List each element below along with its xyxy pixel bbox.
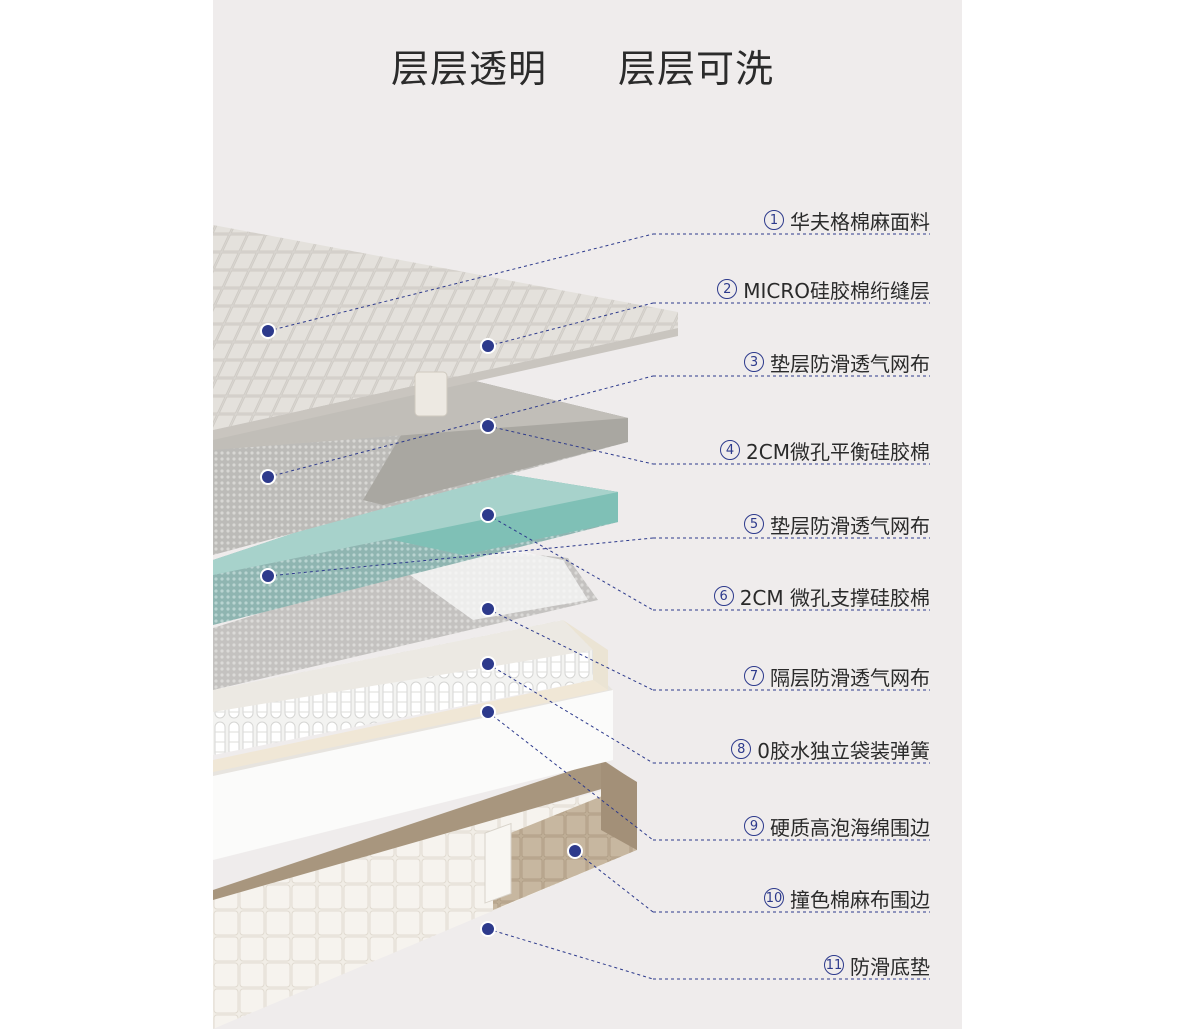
layer-label-text: 防滑底垫 xyxy=(850,954,930,979)
layer-label-text: 撞色棉麻布围边 xyxy=(790,887,930,912)
layer-label-1: 1 华夫格棉麻面料 xyxy=(764,207,930,234)
layer-label-3: 3 垫层防滑透气网布 xyxy=(744,349,930,376)
layer-number-badge: 2 xyxy=(717,279,738,299)
layer-number-badge: 1 xyxy=(764,210,784,230)
layer-teal-foam xyxy=(213,470,618,625)
layer-marker-dot xyxy=(260,568,276,584)
layer-label-text: 隔层防滑透气网布 xyxy=(770,665,930,690)
layer-marker-dot xyxy=(480,601,496,617)
layer-label-9: 9 硬质高泡海绵围边 xyxy=(744,813,930,840)
layer-marker-dot xyxy=(480,921,496,937)
layer-marker-dot xyxy=(480,656,496,672)
layer-marker-dot xyxy=(260,323,276,339)
layer-marker-dot xyxy=(567,843,583,859)
leader-line xyxy=(267,537,654,577)
layer-marker-dot xyxy=(480,704,496,720)
layer-marker-dot xyxy=(480,507,496,523)
layer-label-text: 华夫格棉麻面料 xyxy=(790,209,930,234)
layer-marker-dot xyxy=(260,469,276,485)
layer-marker-dot xyxy=(480,338,496,354)
leader-line xyxy=(487,425,654,465)
layer-label-10: 10 撞色棉麻布围边 xyxy=(764,885,930,912)
layer-label-7: 7 隔层防滑透气网布 xyxy=(744,663,930,690)
leader-line xyxy=(267,233,654,332)
leader-line xyxy=(487,302,654,347)
layer-label-5: 5 垫层防滑透气网布 xyxy=(744,511,930,538)
layer-label-text: 2CM 微孔支撑硅胶棉 xyxy=(739,585,930,610)
leader-line xyxy=(487,514,654,611)
layer-label-text: 0胶水独立袋装弹簧 xyxy=(757,738,930,763)
leader-line xyxy=(487,928,654,980)
layer-springs xyxy=(213,620,608,772)
layer-label-text: 2CM微孔平衡硅胶棉 xyxy=(746,439,930,464)
layer-number-badge: 11 xyxy=(824,955,844,975)
layer-label-text: MICRO硅胶棉绗缝层 xyxy=(743,278,930,303)
leader-line xyxy=(487,663,654,764)
layer-mesh-7 xyxy=(213,548,598,690)
leader-line xyxy=(487,608,654,691)
layer-number-badge: 3 xyxy=(744,352,764,372)
leader-line xyxy=(574,850,654,913)
layer-marker-dot xyxy=(480,418,496,434)
layer-label-text: 垫层防滑透气网布 xyxy=(770,351,930,376)
layer-number-badge: 10 xyxy=(764,888,784,908)
layer-label-text: 硬质高泡海绵围边 xyxy=(770,815,930,840)
layer-base xyxy=(213,760,637,1029)
mattress-exploded-view xyxy=(213,225,930,1029)
diagram-panel: 层层透明 层层可洗 xyxy=(213,0,962,1029)
layer-number-badge: 7 xyxy=(744,666,764,686)
leader-line xyxy=(267,375,654,478)
title-right: 层层可洗 xyxy=(618,47,775,91)
layer-label-text: 垫层防滑透气网布 xyxy=(770,513,930,538)
page-title: 层层透明 层层可洗 xyxy=(213,38,962,94)
layer-number-badge: 9 xyxy=(744,816,764,836)
callout-dots xyxy=(260,323,583,937)
leader-line xyxy=(487,711,654,841)
layer-number-badge: 8 xyxy=(731,739,752,759)
layer-top-fabric xyxy=(213,225,678,440)
layer-number-badge: 6 xyxy=(713,586,734,606)
callout-lines xyxy=(267,233,930,980)
layer-label-11: 11 防滑底垫 xyxy=(824,952,930,979)
layer-number-badge: 4 xyxy=(720,440,741,460)
layer-number-badge: 5 xyxy=(744,514,764,534)
title-left: 层层透明 xyxy=(391,47,548,91)
